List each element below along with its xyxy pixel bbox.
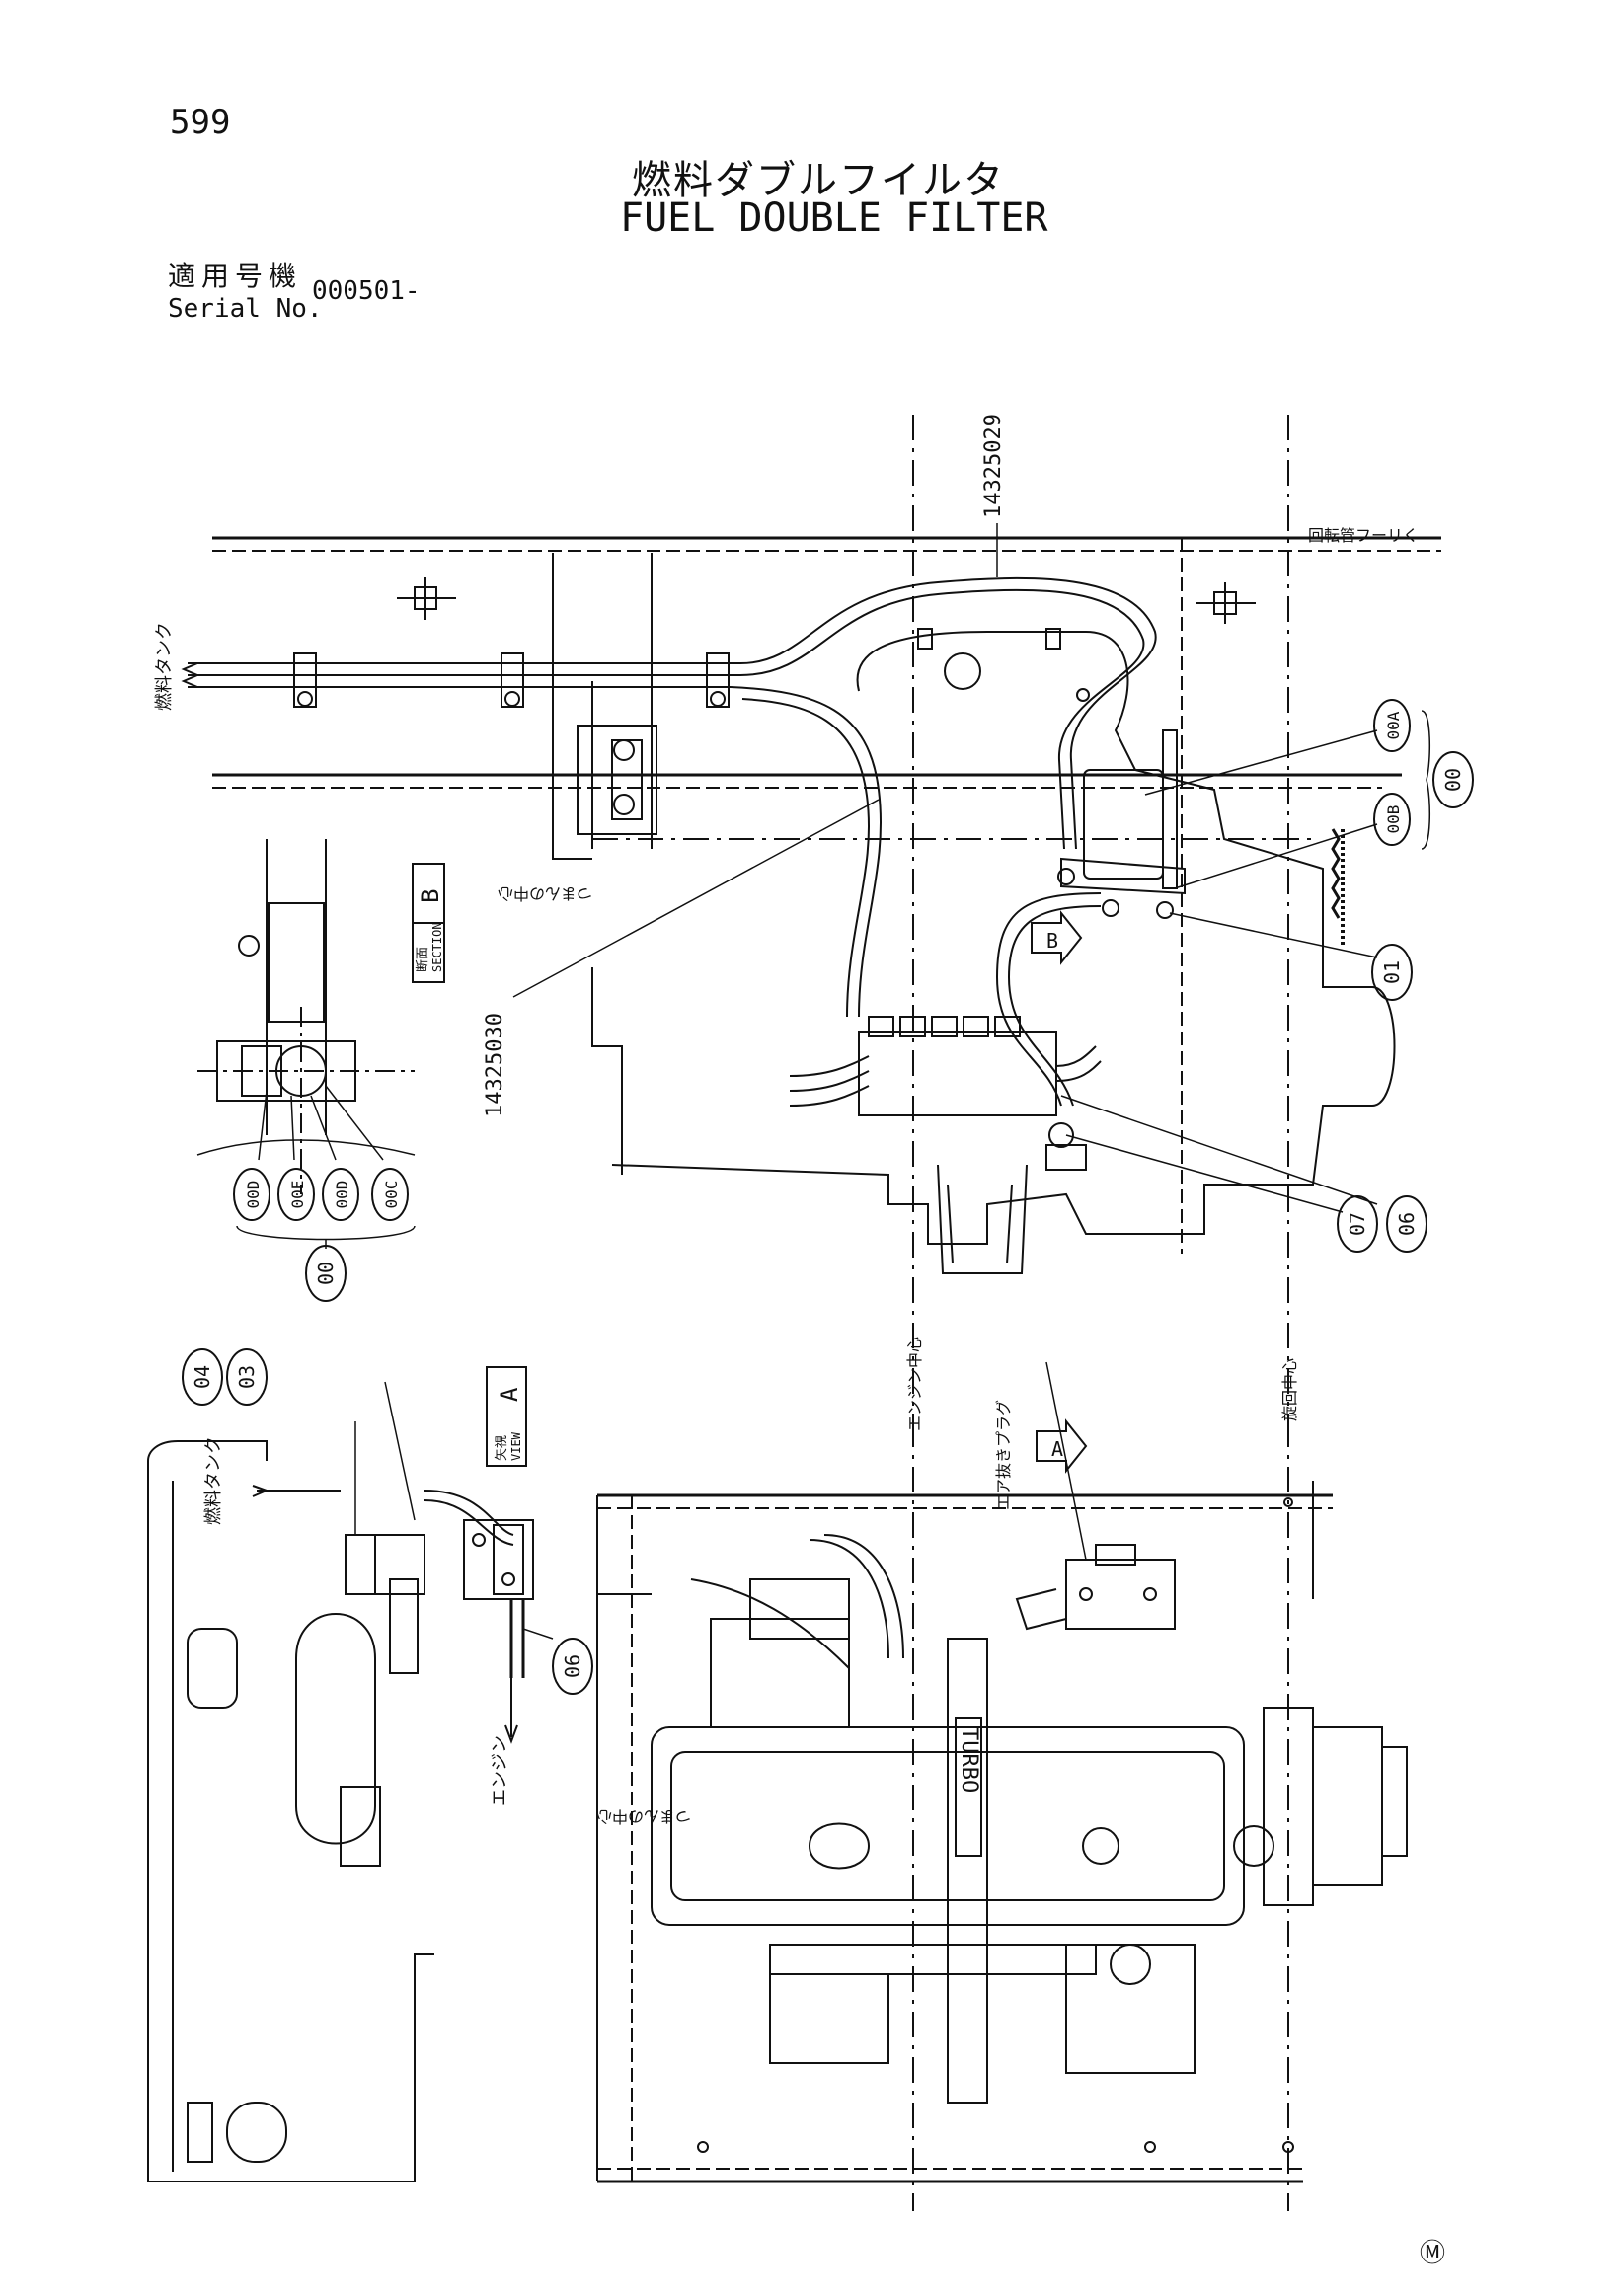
serial-label-japanese: 適用号機 [168, 260, 303, 292]
top-main-view: B [181, 415, 1441, 1421]
svg-text:B: B [417, 889, 444, 903]
svg-text:00E: 00E [288, 1181, 307, 1209]
svg-text:00B: 00B [1384, 805, 1403, 834]
callout-00b: 00B [1373, 793, 1411, 846]
callout-01: 01 [1371, 944, 1413, 1001]
view-a-detail [147, 1381, 554, 2182]
svg-text:00D: 00D [244, 1181, 263, 1209]
svg-text:03: 03 [235, 1365, 259, 1389]
engine-label: エンジン [490, 1735, 510, 1806]
section-b-label: 断面 SECTION B [412, 863, 445, 983]
callout-07: 07 [1337, 1195, 1378, 1253]
callout-00-section: 00 [305, 1245, 347, 1302]
svg-text:TURBO: TURBO [957, 1727, 981, 1793]
part-number-14325029: 14325029 [981, 414, 1006, 518]
frame-label: 回転管フーリく [1308, 526, 1419, 545]
svg-text:断面: 断面 [416, 947, 430, 972]
callout-06-view-a: 06 [552, 1638, 593, 1695]
trademark-symbol: Ⓜ [1420, 2239, 1446, 2268]
svg-text:矢視: 矢視 [495, 1435, 509, 1461]
callout-00e: 00E [277, 1168, 315, 1221]
svg-text:VIEW: VIEW [509, 1431, 523, 1461]
part-number-14325030: 14325030 [483, 1013, 507, 1117]
view-marker-b: B [1046, 929, 1058, 953]
callout-00c: 00C [371, 1168, 409, 1221]
serial-number-value: 000501- [312, 276, 421, 306]
engine-center-label: エンジン中心 [905, 1337, 924, 1431]
side-label-bottom: つまんの中心 [596, 1807, 691, 1826]
svg-text:00D: 00D [333, 1181, 351, 1209]
title-english: FUEL DOUBLE FILTER [620, 195, 1048, 241]
callout-03: 03 [226, 1348, 268, 1406]
title-japanese: 燃料ダブルフイルタ [632, 158, 1005, 203]
svg-text:00C: 00C [382, 1181, 401, 1209]
svg-text:A: A [496, 1387, 523, 1402]
bottom-engine-view: TURBO [596, 1361, 1408, 2211]
air-vent-plug-label: エア抜きプラグ [994, 1400, 1013, 1510]
side-label-top: つまんの中心 [498, 884, 592, 903]
svg-text:06: 06 [561, 1654, 584, 1678]
svg-text:07: 07 [1346, 1212, 1369, 1236]
fuel-tank-label-top: 燃料タンク [154, 622, 175, 711]
callout-00d-second: 00D [322, 1168, 359, 1221]
callout-00-top: 00 [1421, 710, 1474, 850]
callout-00a: 00A [1373, 699, 1411, 752]
serial-label-english: Serial No. [168, 294, 323, 324]
view-a-label: 矢視 VIEW A [486, 1366, 527, 1467]
svg-text:00: 00 [1441, 768, 1465, 792]
callout-00d: 00D [233, 1168, 270, 1221]
fuel-tank-label-view-a: 燃料タンク [203, 1436, 224, 1525]
callout-04: 04 [182, 1348, 223, 1406]
svg-text:01: 01 [1380, 960, 1404, 984]
swing-center-label: 旋回中心 [1280, 1358, 1299, 1421]
svg-text:00A: 00A [1384, 711, 1403, 739]
svg-text:SECTION: SECTION [430, 922, 444, 972]
svg-text:06: 06 [1395, 1212, 1419, 1236]
page-number: 599 [170, 103, 231, 142]
svg-text:00: 00 [314, 1262, 338, 1285]
callout-06-top: 06 [1386, 1195, 1427, 1253]
svg-text:04: 04 [191, 1365, 214, 1389]
view-marker-a: A [1051, 1437, 1063, 1461]
